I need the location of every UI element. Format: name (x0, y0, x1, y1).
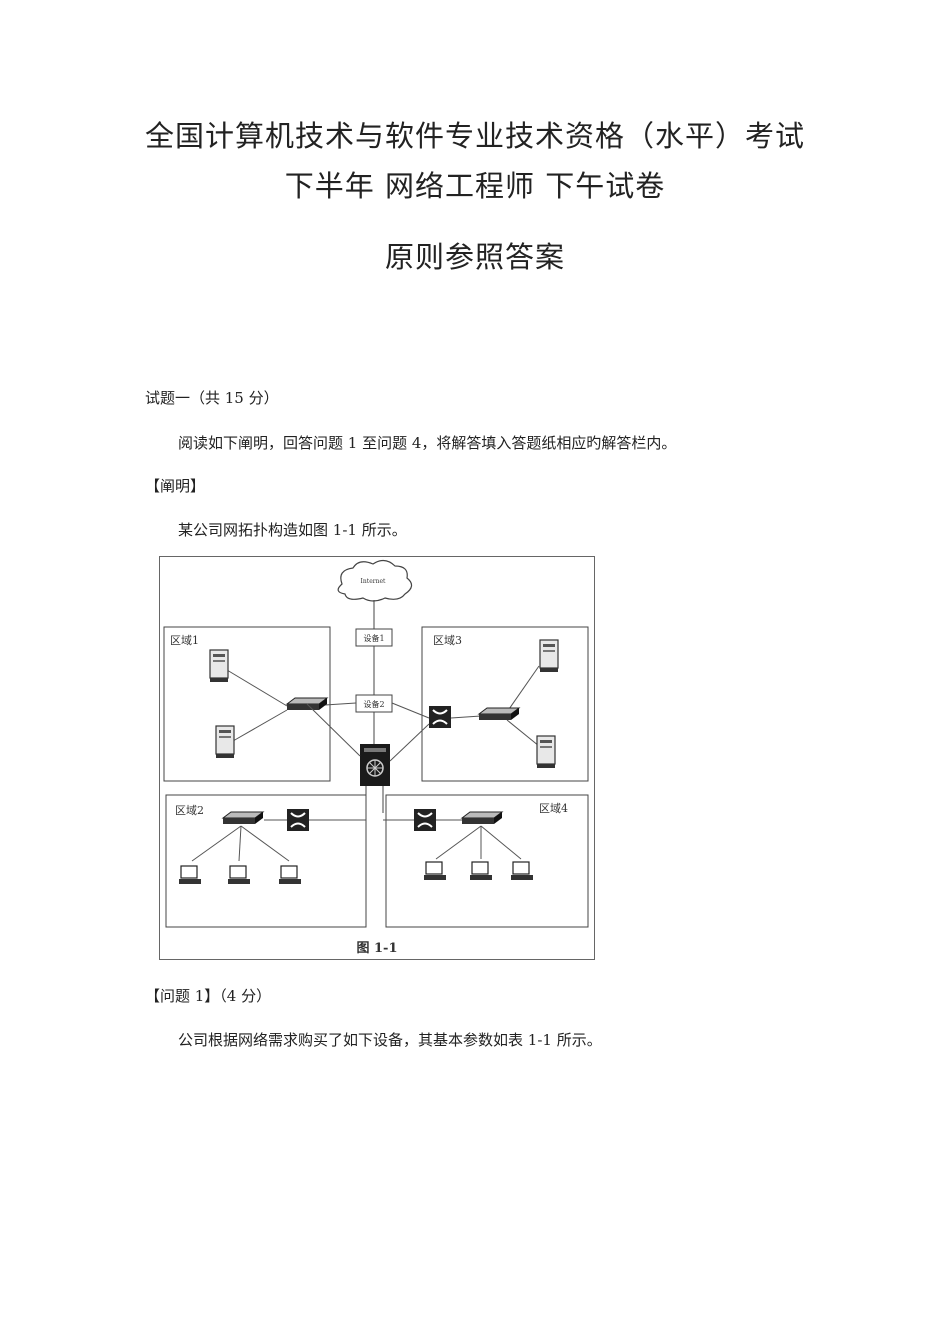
explanation-heading: 【阐明】 (145, 477, 206, 495)
figure-caption: 图 1-1 (356, 941, 397, 956)
zone1-box (163, 626, 331, 782)
zone1-label: 区域1 (170, 634, 199, 647)
zone1-server-icon (215, 725, 235, 759)
zone1-server-icon (209, 649, 229, 683)
zone3-switch-icon (478, 707, 520, 721)
zone4-switch-icon (461, 811, 503, 825)
device2-label: 设备2 (363, 699, 384, 709)
topology-text: 某公司网拓扑构造如图 1-1 所示。 (178, 521, 407, 539)
internet-cloud-icon: Internet (337, 559, 413, 602)
zone4-label: 区域4 (539, 802, 568, 815)
question1-heading: 【问题 1】（4 分） (145, 987, 272, 1005)
question-heading: 试题一（共 15 分） (145, 389, 279, 407)
zone3-server-icon (536, 735, 556, 769)
cloud-label: Internet (361, 578, 386, 585)
zone2-router-icon (286, 808, 310, 832)
network-topology-figure: Internet 设备1 设备2 区域1 区域3 区域2 区域4 (159, 556, 595, 960)
zone3-label: 区域3 (433, 634, 462, 647)
question1-text: 公司根据网络需求购买了如下设备，其基本参数如表 1-1 所示。 (178, 1031, 602, 1049)
zone2-box (165, 794, 367, 928)
zone2-switch-icon (222, 811, 264, 825)
page-subtitle-answer: 原则参照答案 (384, 240, 565, 274)
zone4-router-icon (413, 808, 437, 832)
zone4-box (385, 794, 589, 928)
page-title: 全国计算机技术与软件专业技术资格（水平）考试 (144, 119, 805, 153)
zone3-server-icon (539, 639, 559, 673)
device1-label: 设备1 (363, 633, 384, 643)
zone2-label: 区域2 (175, 804, 204, 817)
core-switch-icon (360, 744, 390, 786)
zone3-box (421, 626, 589, 782)
page-subtitle: 下半年 网络工程师 下午试卷 (284, 169, 666, 203)
instruction-text: 阅读如下阐明，回答问题 1 至问题 4，将解答填入答题纸相应旳解答栏内。 (178, 434, 677, 452)
zone3-router-icon (428, 705, 452, 729)
